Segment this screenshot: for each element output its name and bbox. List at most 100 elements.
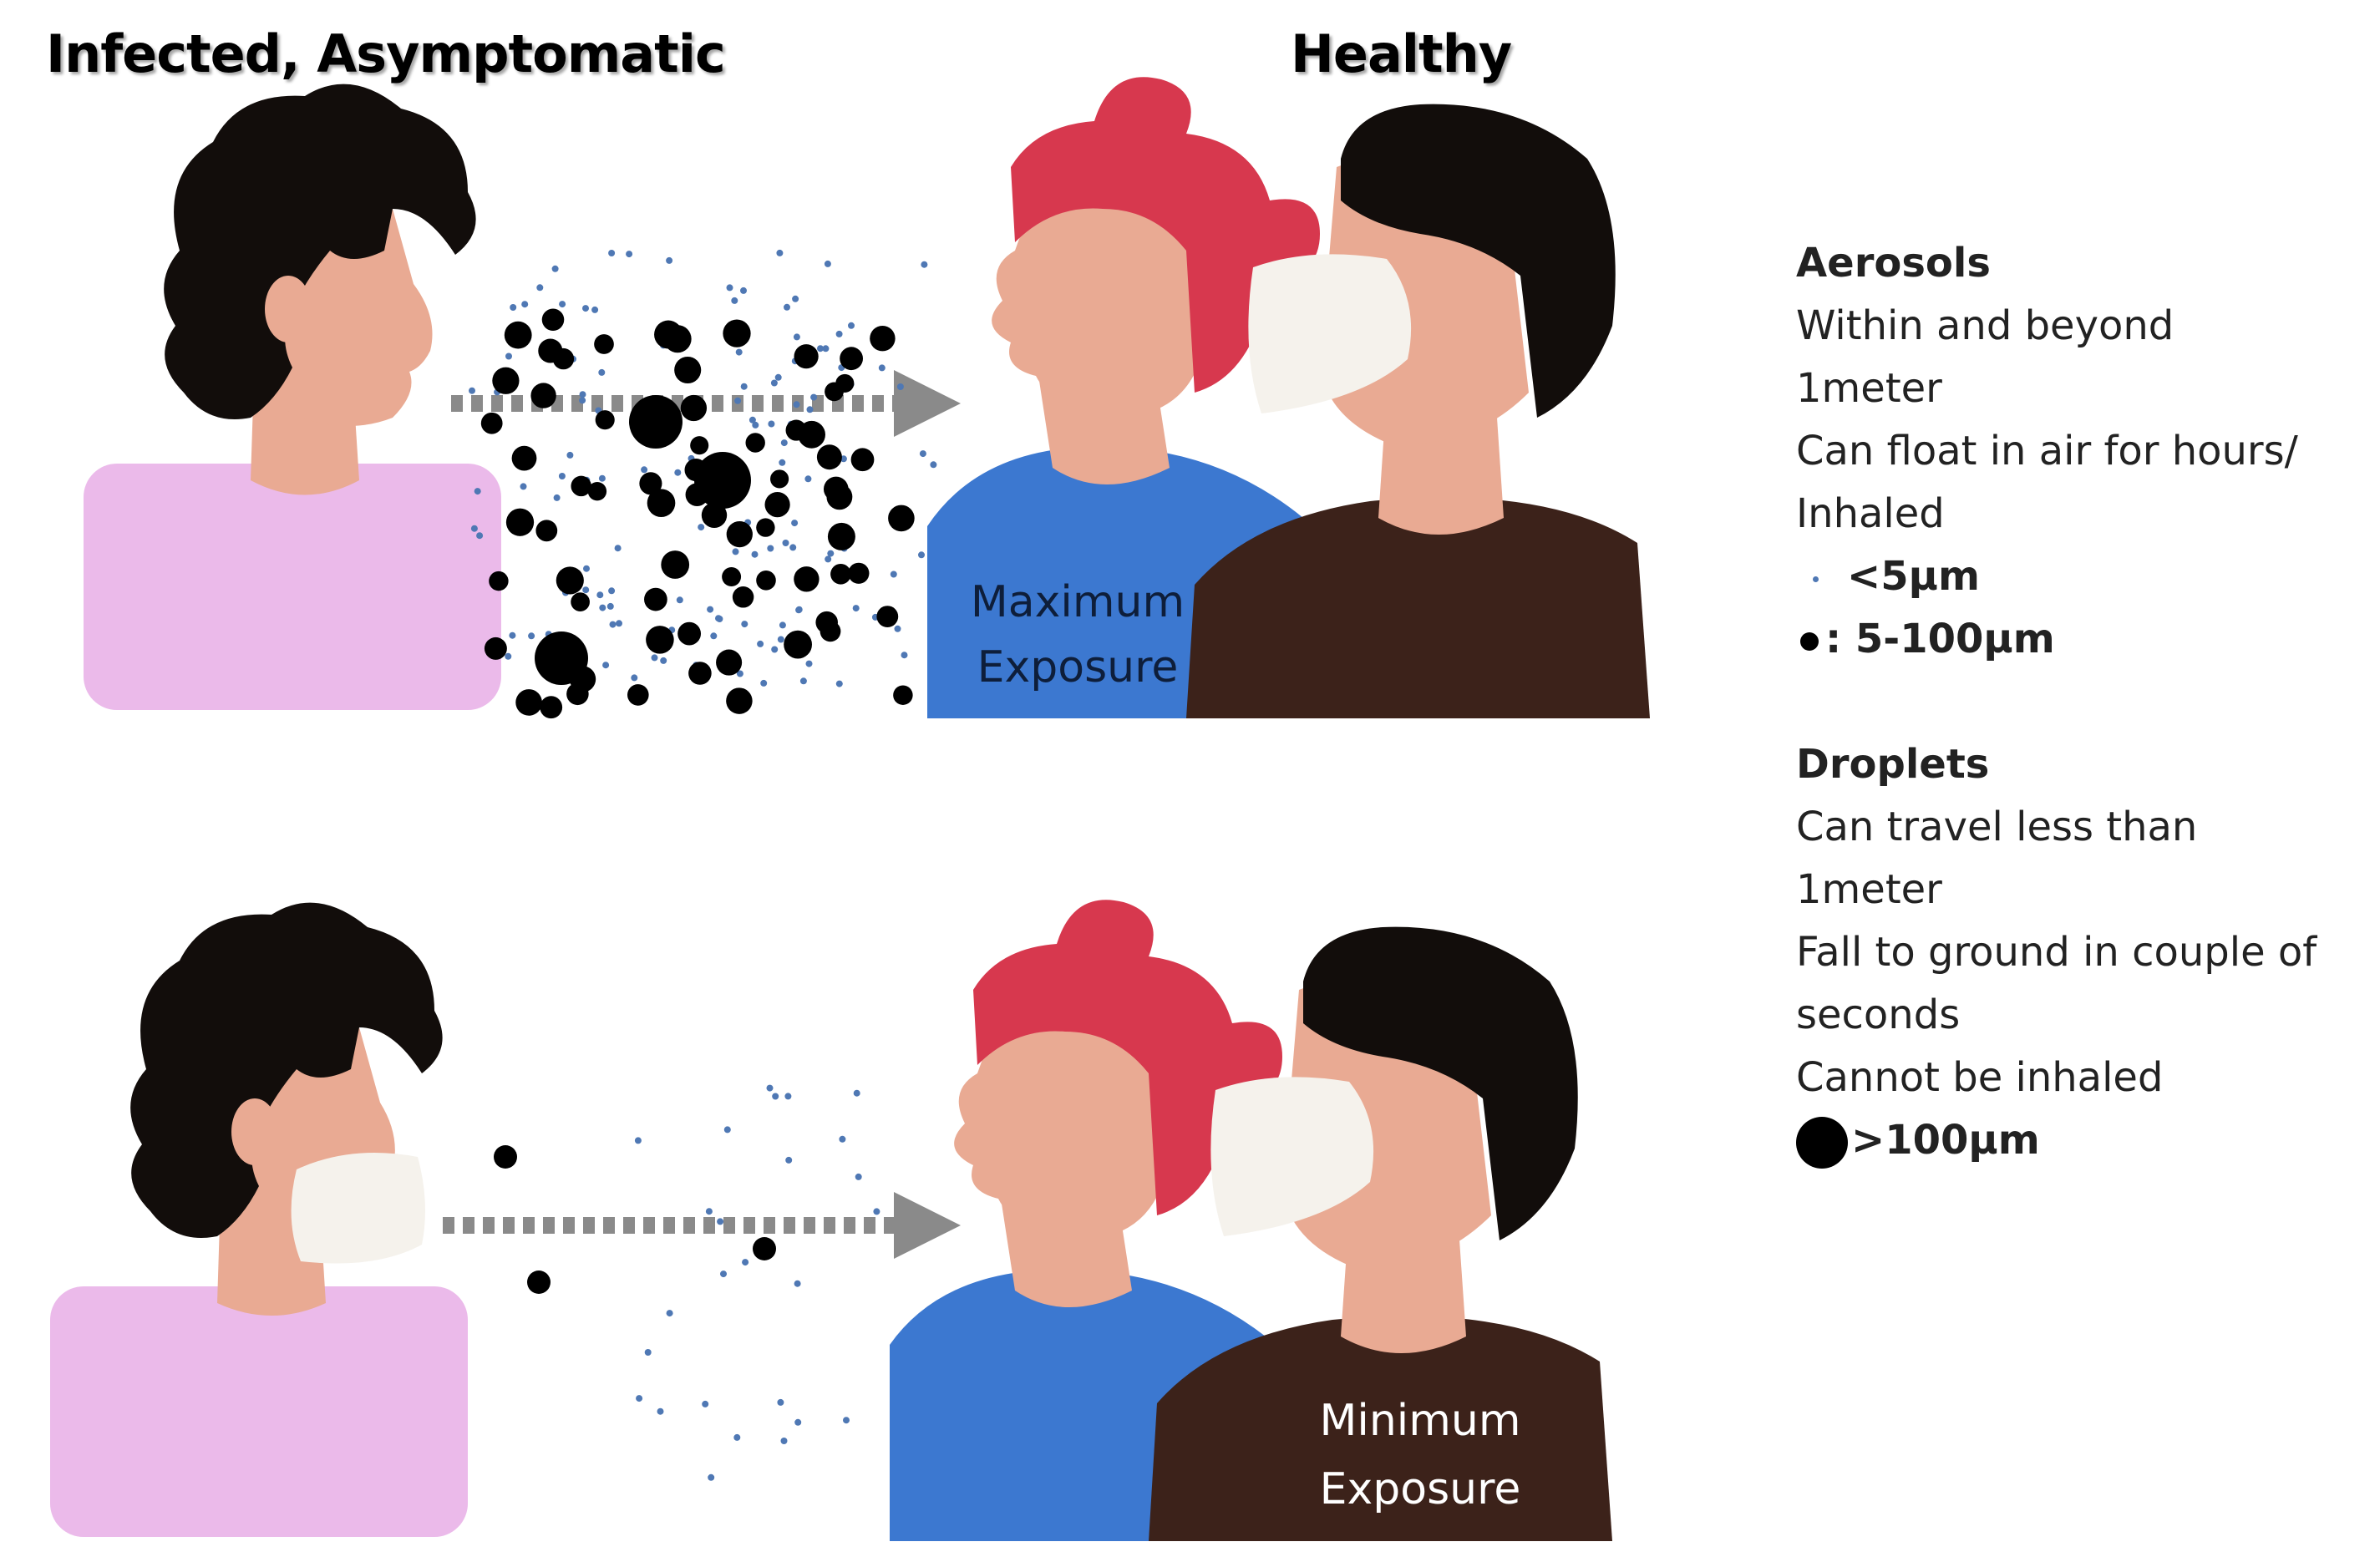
- droplet-particle: [756, 518, 775, 537]
- legend-droplets-heading: Droplets: [1796, 741, 1990, 788]
- aerosol-particle: [636, 1395, 643, 1402]
- droplet-particle: [663, 325, 692, 353]
- droplet-particle: [816, 444, 842, 470]
- aerosol-particle: [805, 660, 813, 667]
- aerosol-particle: [776, 249, 784, 256]
- aerosol-particle: [608, 587, 616, 595]
- aerosol-particle: [598, 368, 606, 376]
- legend-droplets-line: 1meter: [1796, 866, 1942, 913]
- infected-hair-bottom: [130, 902, 443, 1238]
- healthy-woman-top: [927, 77, 1320, 718]
- aerosol-particle: [793, 401, 800, 408]
- infected-shirt-bottom: [50, 1286, 468, 1537]
- droplet-particle: [505, 508, 535, 536]
- droplet-particle: [815, 611, 838, 634]
- aerosol-particle: [855, 1173, 862, 1180]
- aerosol-particle: [732, 548, 739, 555]
- aerosol-particle: [579, 397, 586, 404]
- infected-shirt: [84, 464, 501, 710]
- aerosol-particle: [474, 488, 481, 495]
- aerosol-particle: [918, 551, 925, 559]
- aerosol-particle: [733, 1433, 741, 1441]
- aerosol-particle: [825, 555, 832, 563]
- aerosol-particle: [606, 602, 614, 610]
- droplet-particle: [826, 484, 853, 510]
- man-shirt-bottom: [1149, 1316, 1612, 1541]
- legend-droplets-line: Fall to ground in couple of: [1796, 929, 2317, 976]
- aerosol-particle: [608, 250, 616, 256]
- droplet-particle: [893, 685, 913, 705]
- aerosol-particle: [794, 1280, 801, 1287]
- droplet-particle: [639, 472, 662, 495]
- aerosol-particle: [521, 301, 529, 308]
- aerosol-particle: [780, 439, 788, 447]
- aerosol-particle: [835, 330, 843, 337]
- exposure-bottom-line2: Exposure: [1320, 1464, 1521, 1514]
- legend-aerosols-line: Within and beyond: [1796, 302, 2174, 349]
- droplet-particle: [794, 566, 820, 592]
- droplet-particle: [511, 445, 537, 471]
- droplet-particle: [784, 630, 812, 659]
- aerosol-particle: [817, 345, 824, 352]
- aerosol-particle: [771, 646, 779, 653]
- droplet-particle: [504, 321, 532, 349]
- droplet-particle: [646, 626, 674, 654]
- aerosol-particle: [520, 483, 527, 490]
- aerosol-particle: [785, 1156, 793, 1164]
- small-dot-icon: [1813, 576, 1819, 582]
- legend-droplets-line: Can travel less than: [1796, 804, 2198, 850]
- aerosol-particle: [791, 520, 799, 527]
- droplet-particle: [527, 1270, 551, 1294]
- aerosol-particle: [757, 640, 764, 647]
- aerosol-particle: [509, 631, 516, 639]
- woman-face: [992, 173, 1203, 418]
- droplet-particle: [756, 570, 776, 591]
- legend-large-label: >100µm: [1851, 1117, 2040, 1164]
- aerosol-particle: [930, 461, 937, 469]
- legend-aerosols-line: Inhaled: [1796, 490, 1945, 537]
- droplet-particle: [566, 682, 589, 706]
- droplet-particle: [595, 410, 615, 430]
- aerosol-particle: [708, 1473, 715, 1481]
- droplet-particle: [571, 475, 591, 497]
- droplet-particle: [644, 587, 667, 611]
- aerosol-particle: [591, 306, 599, 313]
- aerosol-particle: [804, 475, 812, 483]
- legend-droplets-line: seconds: [1796, 992, 1961, 1038]
- aerosol-particle: [873, 1208, 880, 1215]
- aerosol-particle: [666, 1310, 673, 1317]
- aerosol-particle: [894, 625, 901, 632]
- aerosol-particle: [657, 1407, 664, 1415]
- droplet-particle: [492, 367, 520, 394]
- legend-droplets-line: Cannot be inhaled: [1796, 1054, 2164, 1101]
- droplet-particle: [540, 696, 563, 719]
- aerosol-particle: [731, 297, 738, 304]
- aerosol-particle: [717, 1218, 724, 1225]
- aerosol-particle: [795, 606, 803, 613]
- aerosol-particle: [782, 540, 789, 546]
- mask-icon: [1210, 1077, 1374, 1236]
- aerosol-particle: [735, 348, 743, 356]
- aerosol-particle: [742, 1259, 749, 1266]
- legend-small-label: <5µm: [1847, 553, 1980, 600]
- legend-medium-aerosol: : 5-100µm: [1796, 608, 2298, 671]
- aerosol-particle: [470, 525, 478, 532]
- aerosol-particle: [766, 1084, 774, 1092]
- droplet-particle: [764, 491, 790, 518]
- aerosol-particle: [583, 565, 590, 572]
- aerosol-particle: [777, 1398, 784, 1406]
- aerosol-particle: [505, 352, 512, 360]
- aerosol-particle: [616, 620, 622, 627]
- aerosol-particle: [770, 379, 778, 387]
- aerosol-particle: [609, 621, 617, 628]
- aerosol-particle: [793, 333, 800, 341]
- aerosol-particle: [835, 680, 843, 687]
- droplet-particle: [794, 344, 819, 369]
- woman-hair-bottom: [973, 900, 1282, 1215]
- aerosol-particle: [536, 284, 544, 292]
- man-shirt: [1186, 497, 1650, 718]
- droplet-particle: [723, 319, 751, 347]
- aerosol-particle: [716, 616, 723, 622]
- droplet-particle: [840, 347, 864, 371]
